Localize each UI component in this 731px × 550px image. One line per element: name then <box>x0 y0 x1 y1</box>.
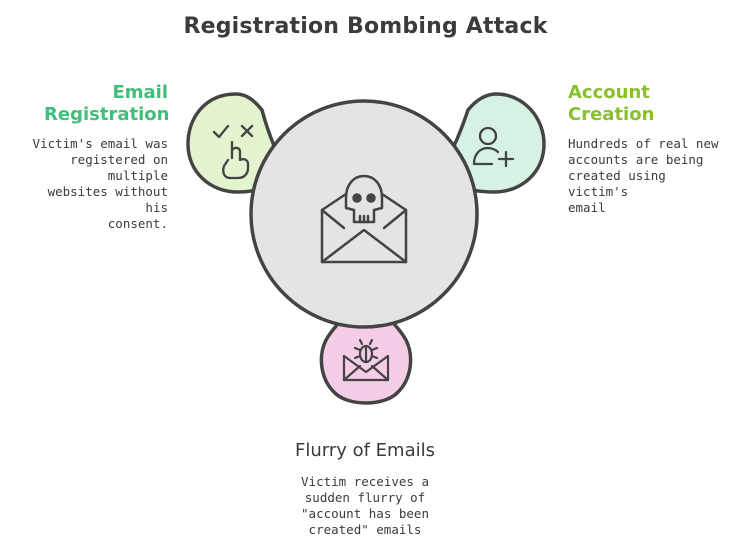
account-creation-description: Hundreds of real new accounts are being … <box>568 136 724 216</box>
description-line: email <box>568 200 606 215</box>
description-line: sudden flurry of <box>304 490 426 505</box>
hand-check-x-icon <box>212 124 254 180</box>
description-line: Victim receives a <box>301 474 429 489</box>
flurry-of-emails-heading: Flurry of Emails <box>294 440 435 461</box>
description-line: websites without his <box>47 184 168 215</box>
description-line: Hundreds of real new <box>568 136 719 151</box>
description-line: accounts are being <box>568 152 704 167</box>
account-creation-heading-line2: Creation <box>568 104 655 125</box>
bug-mail-icon <box>342 338 390 382</box>
description-line: consent. <box>107 216 168 231</box>
description-line: Victim's email was <box>32 136 168 151</box>
email-registration-heading-line2: Registration <box>44 104 170 125</box>
email-registration-description: Victim's email was registered on multipl… <box>20 136 168 232</box>
skull-mail-icon <box>320 174 408 264</box>
description-line: "account has been <box>301 506 429 521</box>
account-creation-heading: Account Creation <box>568 82 708 126</box>
user-plus-icon <box>472 126 515 168</box>
flurry-of-emails-description: Victim receives a sudden flurry of "acco… <box>270 474 460 538</box>
description-line: created using victim's <box>568 168 666 199</box>
description-line: created" emails <box>308 522 422 537</box>
email-registration-heading: Email Registration <box>44 82 170 126</box>
email-registration-heading-line1: Email <box>112 82 168 103</box>
diagram-title: Registration Bombing Attack <box>183 14 548 39</box>
description-line: registered on multiple <box>70 152 168 183</box>
account-creation-heading-line1: Account <box>568 82 650 103</box>
